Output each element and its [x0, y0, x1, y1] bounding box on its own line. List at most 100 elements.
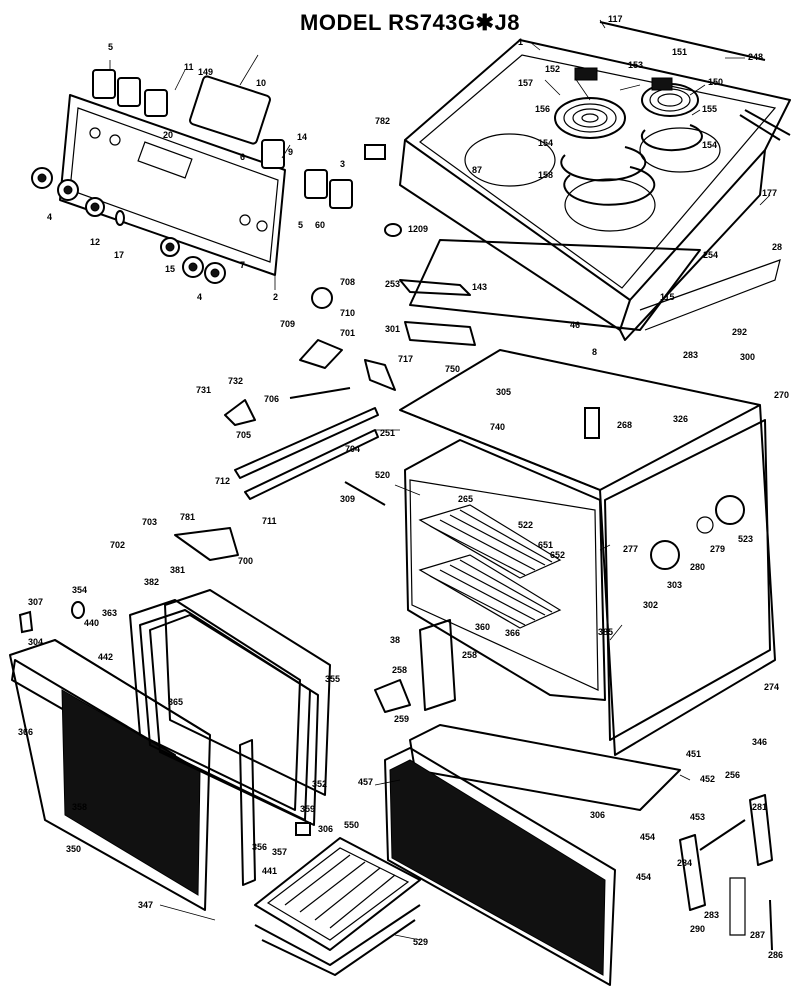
part-label: 702	[110, 540, 125, 550]
part-label: 360	[475, 622, 490, 632]
part-label: 522	[518, 520, 533, 530]
part-label: 10	[256, 78, 266, 88]
part-label: 6	[240, 152, 245, 162]
part-label: 265	[458, 494, 473, 504]
part-label: 440	[84, 618, 99, 628]
part-label: 300	[740, 352, 755, 362]
hinge-hardware	[679, 794, 773, 951]
part-label: 350	[66, 844, 81, 854]
part-label: 290	[690, 924, 705, 934]
part-label: 3	[340, 159, 345, 169]
part-label: 305	[496, 387, 511, 397]
part-label: 304	[28, 637, 43, 647]
part-label: 259	[394, 714, 409, 724]
part-label: 347	[138, 900, 153, 910]
part-label: 705	[236, 430, 251, 440]
part-label: 4	[47, 212, 52, 222]
part-label: 326	[673, 414, 688, 424]
part-label: 270	[774, 390, 789, 400]
part-label: 253	[385, 279, 400, 289]
part-label: 150	[708, 77, 723, 87]
leader-lines	[109, 19, 771, 941]
part-label: 28	[772, 242, 782, 252]
part-label: 283	[683, 350, 698, 360]
storage-drawer-panel	[384, 747, 616, 986]
part-label: 700	[238, 556, 253, 566]
part-label: 366	[18, 727, 33, 737]
part-label: 254	[703, 250, 718, 260]
part-label: 709	[280, 319, 295, 329]
oven-body	[399, 349, 776, 811]
oven-door-assembly	[9, 589, 331, 911]
part-label: 301	[385, 324, 400, 334]
control-knobs	[31, 167, 226, 284]
part-label: 15	[165, 264, 175, 274]
part-label: 281	[752, 802, 767, 812]
part-label: 441	[262, 866, 277, 876]
part-label: 302	[643, 600, 658, 610]
part-label: 442	[98, 652, 113, 662]
part-label: 177	[762, 188, 777, 198]
part-label: 154	[702, 140, 717, 150]
part-label: 550	[344, 820, 359, 830]
part-label: 8	[592, 347, 597, 357]
part-label: 154	[538, 138, 553, 148]
part-label: 359	[300, 804, 315, 814]
part-label: 740	[490, 422, 505, 432]
part-label: 365	[168, 697, 183, 707]
part-label: 356	[252, 842, 267, 852]
part-label: 279	[710, 544, 725, 554]
part-label: 346	[752, 737, 767, 747]
part-label: 17	[114, 250, 124, 260]
part-label: 717	[398, 354, 413, 364]
part-label: 732	[228, 376, 243, 386]
part-label: 704	[345, 444, 360, 454]
part-label: 149	[198, 67, 213, 77]
part-label: 358	[72, 802, 87, 812]
part-label: 529	[413, 937, 428, 947]
part-label: 385	[598, 627, 613, 637]
part-label: 451	[686, 749, 701, 759]
part-label: 710	[340, 308, 355, 318]
part-label: 115	[660, 292, 675, 302]
part-label: 355	[325, 674, 340, 684]
part-label: 357	[272, 847, 287, 857]
part-label: 156	[535, 104, 550, 114]
page-title: MODEL RS743G✱J8	[300, 10, 520, 35]
part-label: 381	[170, 565, 185, 575]
control-panel-assembly	[31, 69, 353, 284]
part-label: 703	[142, 517, 157, 527]
part-label: 307	[28, 597, 43, 607]
part-label: 701	[340, 328, 355, 338]
part-label: 143	[472, 282, 487, 292]
part-label: 5	[108, 42, 113, 52]
part-label: 706	[264, 394, 279, 404]
part-label: 12	[90, 237, 100, 247]
part-label: 306	[318, 824, 333, 834]
part-label: 306	[590, 810, 605, 820]
part-label: 454	[640, 832, 655, 842]
part-label: 9	[288, 147, 293, 157]
part-label: 284	[677, 858, 692, 868]
part-label: 354	[72, 585, 87, 595]
part-label: 352	[312, 779, 327, 789]
part-label: 256	[725, 770, 740, 780]
part-label: 452	[700, 774, 715, 784]
bracket-parts	[174, 144, 476, 713]
part-label: 4	[197, 292, 202, 302]
part-label: 382	[144, 577, 159, 587]
part-label: 251	[380, 428, 395, 438]
part-label: 280	[690, 562, 705, 572]
part-label: 708	[340, 277, 355, 287]
part-label: 152	[545, 64, 560, 74]
part-label: 46	[570, 320, 580, 330]
part-label: 711	[262, 516, 277, 526]
part-label: 87	[472, 165, 482, 175]
part-label: 454	[636, 872, 651, 882]
part-label: 286	[768, 950, 783, 960]
cooktop-assembly	[399, 21, 791, 341]
part-label: 5	[298, 220, 303, 230]
part-label: 781	[180, 512, 195, 522]
part-label: 782	[375, 116, 390, 126]
